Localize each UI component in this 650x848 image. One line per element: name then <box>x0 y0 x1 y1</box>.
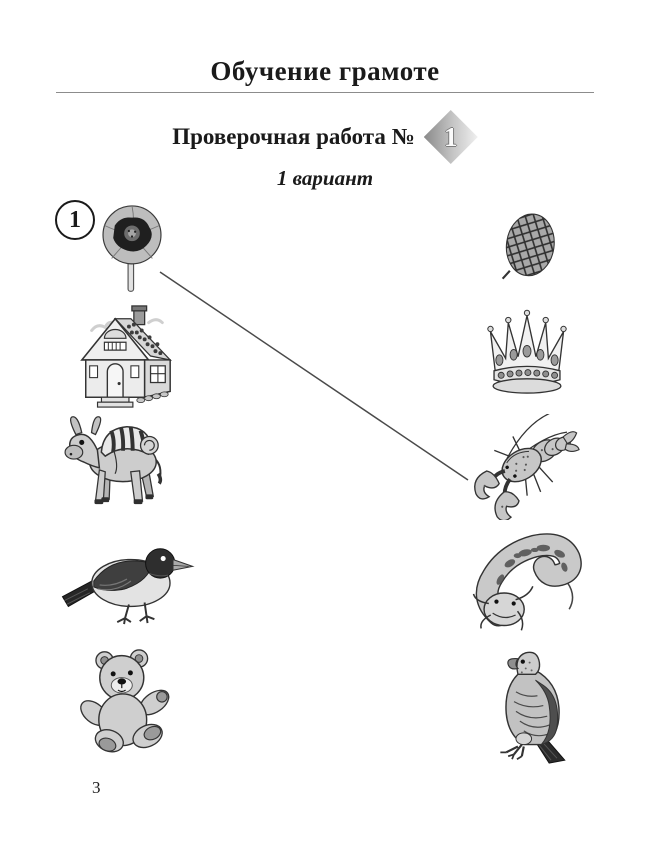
page-number: 3 <box>92 778 101 797</box>
match-item-crayfish[interactable] <box>458 414 590 520</box>
match-item-catfish[interactable] <box>468 527 590 637</box>
variant-label: 1 вариант <box>276 166 374 190</box>
work-number-text: 1 <box>443 121 458 152</box>
work-title-row: Проверочная работа № 1 <box>0 110 650 164</box>
work-number-badge: 1 <box>423 110 478 164</box>
catfish-icon <box>472 533 582 631</box>
match-item-bird[interactable] <box>58 538 196 626</box>
house-icon <box>80 305 173 408</box>
match-item-poppy-flower[interactable] <box>92 202 172 296</box>
bird-icon <box>61 548 195 625</box>
task-number-badge: 1 <box>55 200 95 240</box>
teddy-bear-icon <box>80 649 170 753</box>
task-number-text: 1 <box>69 206 81 233</box>
match-item-crown[interactable] <box>478 308 576 398</box>
match-item-pine-cone[interactable] <box>494 204 566 290</box>
page-title: Обучение грамоте <box>210 56 440 86</box>
crown-icon <box>487 309 567 394</box>
match-item-teddy-bear[interactable] <box>72 648 184 758</box>
donkey-with-pack-icon <box>64 416 163 505</box>
poppy-flower-icon <box>102 205 162 292</box>
match-item-house[interactable] <box>72 303 180 411</box>
header-divider <box>56 92 594 93</box>
match-item-donkey[interactable] <box>52 413 184 511</box>
pine-cone-icon <box>501 213 555 280</box>
match-item-eagle[interactable] <box>478 645 592 767</box>
work-title-text: Проверочная работа № <box>172 124 415 149</box>
crayfish-icon <box>474 414 580 520</box>
eagle-icon <box>500 651 566 764</box>
